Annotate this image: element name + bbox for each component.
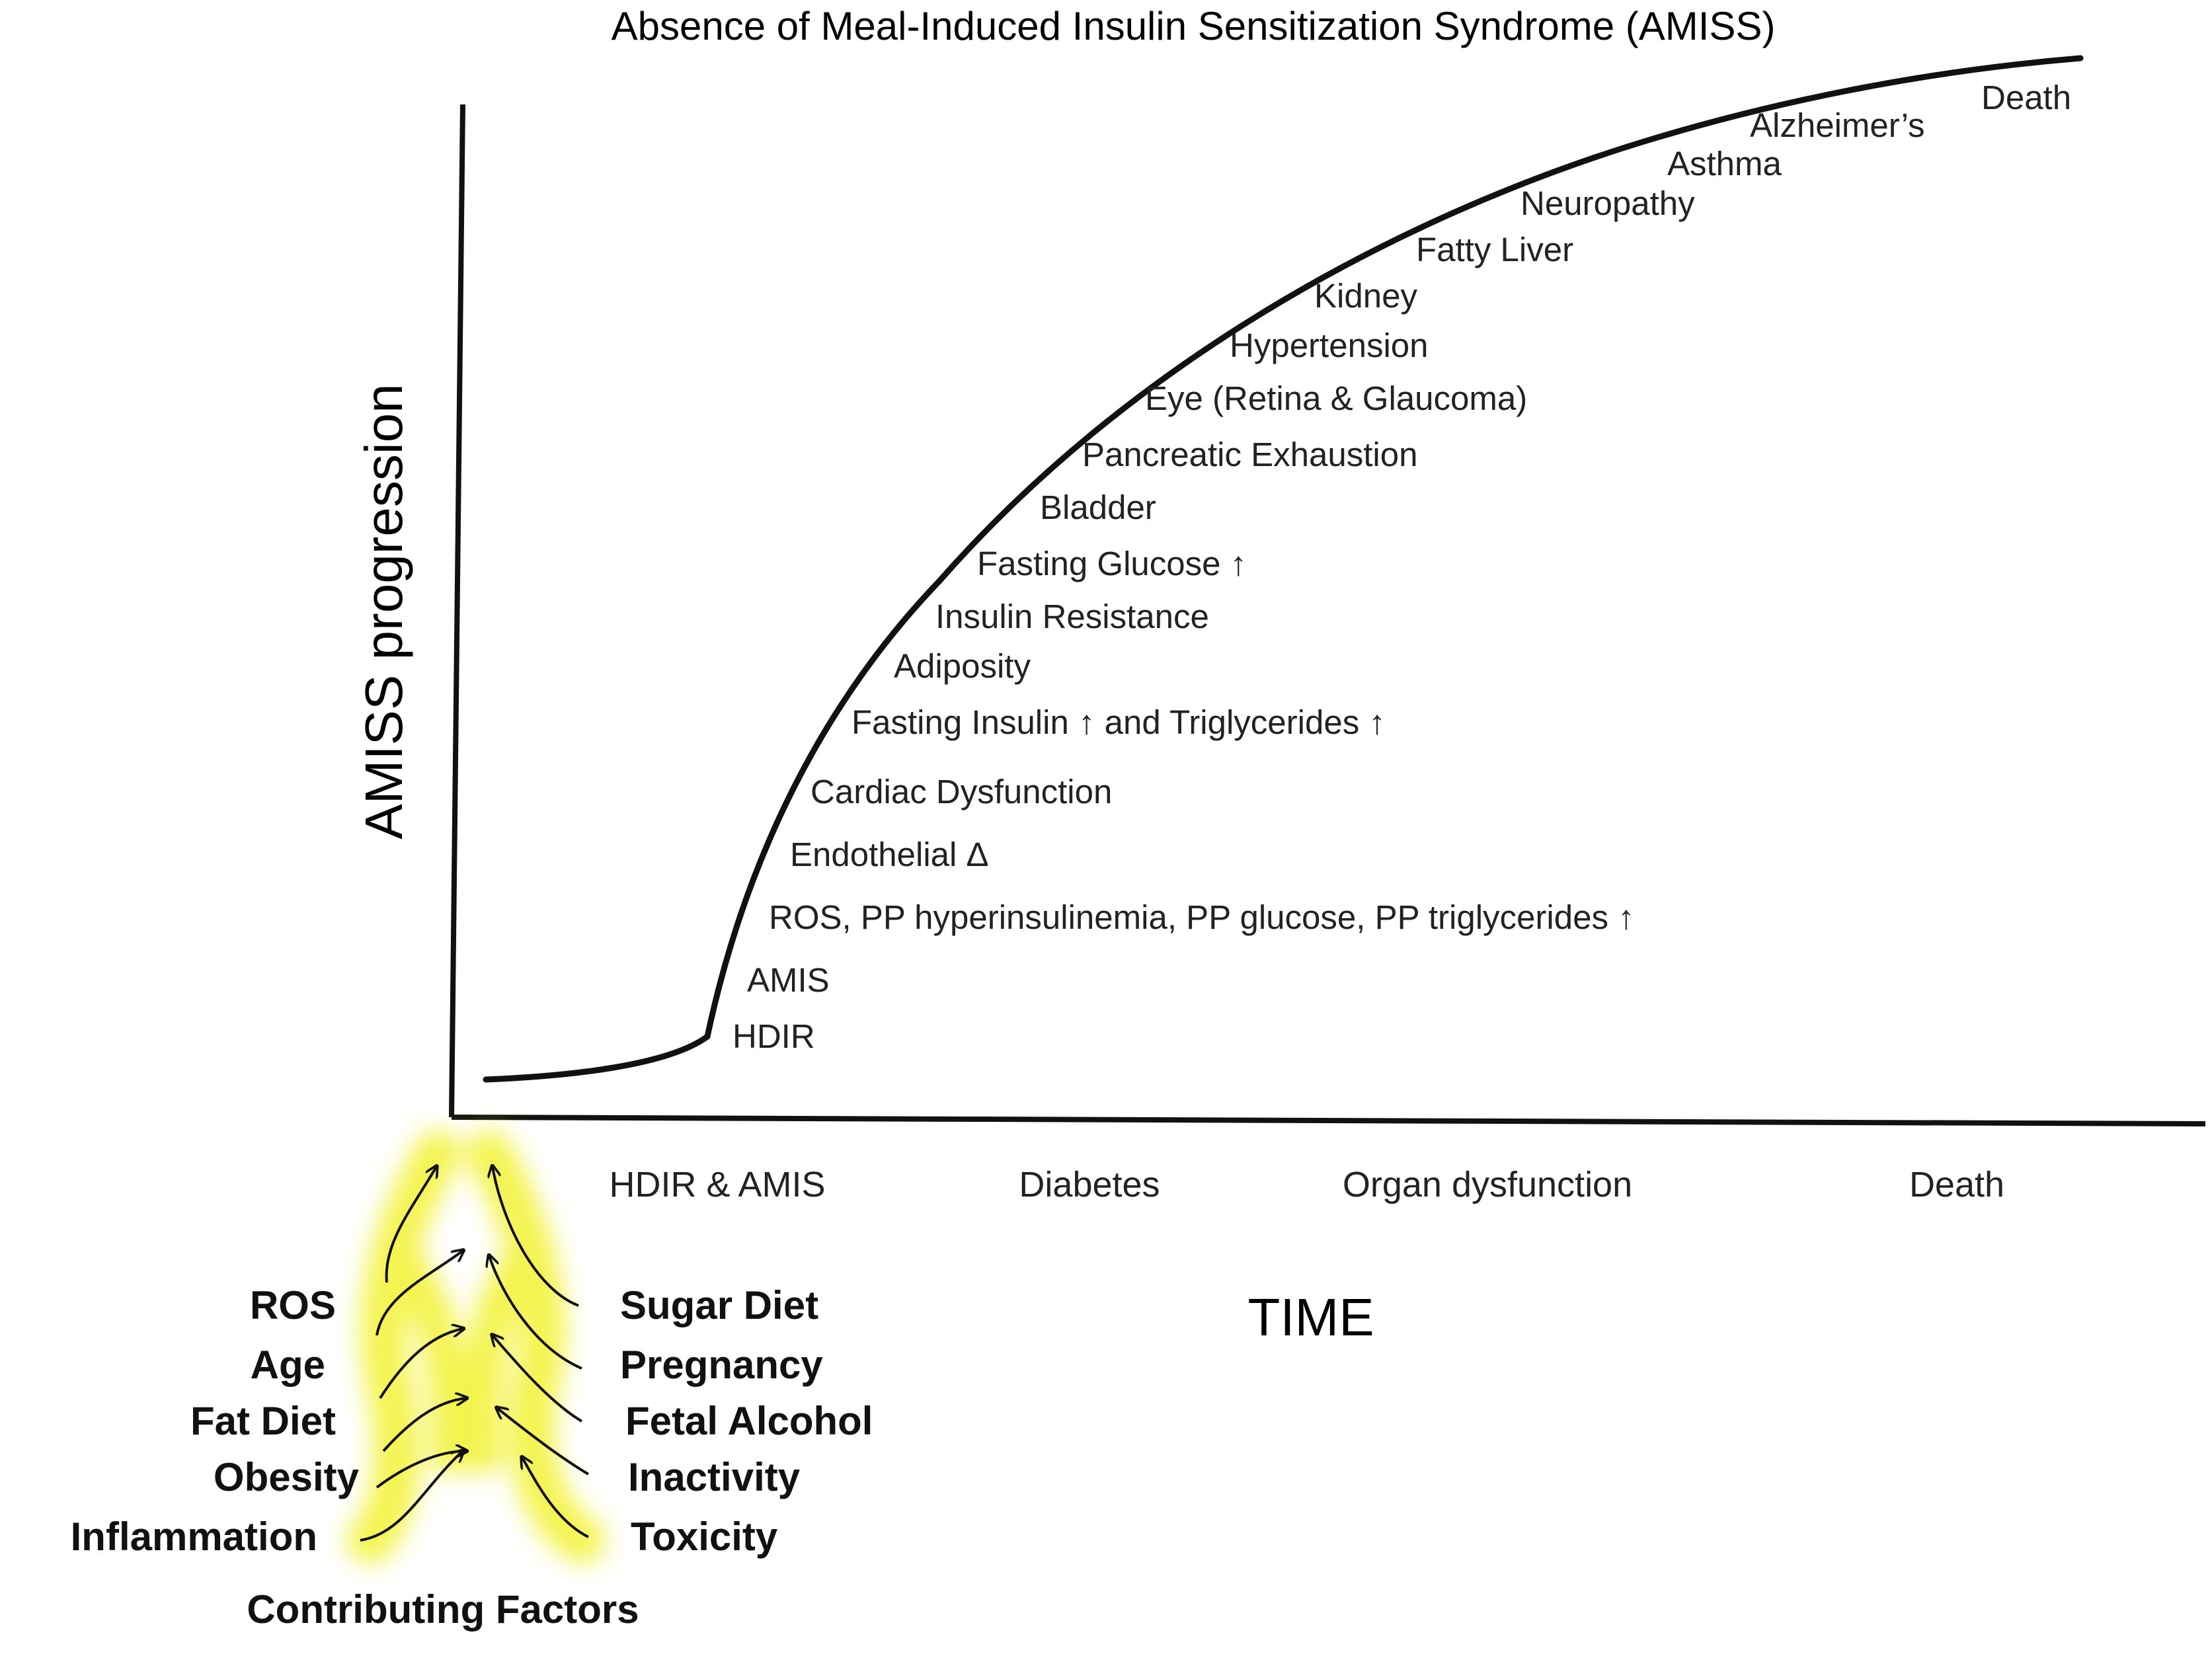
x-phase-label: Death — [1909, 1165, 2004, 1204]
factor-label: Fetal Alcohol — [625, 1399, 873, 1443]
stage-label: Kidney — [1314, 277, 1417, 315]
x-phase-label: Organ dysfunction — [1343, 1165, 1632, 1204]
stage-label: HDIR — [732, 1017, 815, 1055]
factor-label: Pregnancy — [620, 1343, 823, 1387]
factor-label: Toxicity — [631, 1515, 778, 1559]
factor-label: Inflammation — [71, 1515, 317, 1559]
stage-label: Pancreatic Exhaustion — [1082, 436, 1417, 473]
x-phase-labels: HDIR & AMIS Diabetes Organ dysfunction Deat… — [609, 1165, 2004, 1204]
stage-label: Adiposity — [894, 647, 1031, 685]
factor-label: Fat Diet — [190, 1399, 336, 1443]
stage-label: Death — [1981, 79, 2071, 116]
diagram-title: Absence of Meal-Induced Insulin Sensitiz… — [612, 4, 1776, 48]
stage-label: Neuropathy — [1521, 184, 1695, 222]
stage-label: AMIS — [747, 961, 830, 999]
factor-label: ROS — [250, 1283, 336, 1327]
stage-label: Eye (Retina & Glaucoma) — [1145, 379, 1527, 417]
stage-label: Fasting Glucose ↑ — [977, 545, 1247, 582]
stage-labels: HDIR AMIS ROS, PP hyperinsulinemia, PP glu… — [732, 79, 2071, 1055]
factor-label: Age — [251, 1343, 325, 1387]
x-axis-label: TIME — [1247, 1288, 1374, 1347]
stage-label: ROS, PP hyperinsulinemia, PP glucose, PP… — [769, 898, 1635, 936]
stage-label: Bladder — [1040, 489, 1156, 526]
x-axis — [451, 1115, 2206, 1126]
stage-label: Asthma — [1667, 145, 1782, 182]
contributing-factors-label: Contributing Factors — [247, 1587, 639, 1632]
factor-label: Sugar Diet — [620, 1283, 818, 1327]
stage-label: Fatty Liver — [1416, 231, 1573, 268]
y-axis — [449, 104, 465, 1118]
stage-label: Cardiac Dysfunction — [810, 773, 1112, 810]
x-phase-label: HDIR & AMIS — [609, 1165, 825, 1204]
x-phase-label: Diabetes — [1019, 1165, 1160, 1204]
stage-label: Fasting Insulin ↑ and Triglycerides ↑ — [851, 703, 1386, 741]
contributing-arrows — [360, 1167, 590, 1542]
stage-label: Alzheimer’s — [1750, 106, 1925, 144]
progression-curve — [483, 55, 2084, 1083]
stage-label: Insulin Resistance — [935, 598, 1209, 635]
factor-label: Inactivity — [628, 1455, 801, 1499]
stage-label: Endothelial Δ — [790, 836, 989, 873]
stage-label: Hypertension — [1230, 327, 1429, 364]
y-axis-label: AMISS progression — [354, 383, 413, 839]
factor-label: Obesity — [214, 1455, 360, 1499]
